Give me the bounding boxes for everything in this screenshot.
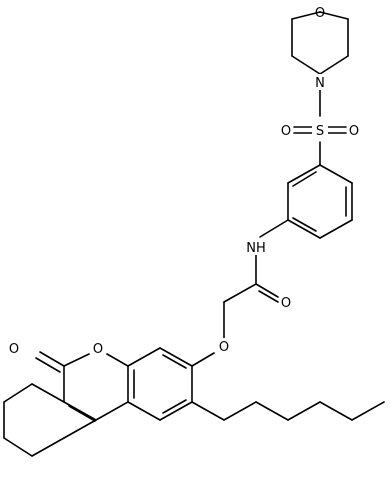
sulfonyl-oxygen-left-label: O: [281, 124, 291, 139]
bond: [319, 11, 349, 20]
lactone-ring-oxygen-label: O: [93, 342, 103, 357]
atom-labels: O N S O O NH O O O O: [9, 6, 359, 357]
bond: [162, 399, 187, 414]
bond: [31, 437, 65, 457]
bond: [287, 219, 321, 239]
amide-oxygen-label: O: [281, 296, 291, 311]
bond: [319, 219, 353, 239]
bond: [287, 164, 321, 184]
bond: [63, 419, 97, 439]
bond: [162, 354, 187, 369]
bond: [159, 347, 193, 367]
bond: [63, 353, 90, 367]
bond: [351, 401, 385, 421]
bond: [258, 290, 279, 303]
bond: [127, 347, 161, 367]
bond: [291, 55, 321, 75]
bond: [292, 217, 317, 232]
morpholine-oxygen-label: O: [315, 6, 325, 21]
lactone-carbonyl-oxygen-label: O: [9, 342, 19, 357]
bond: [287, 401, 321, 421]
bond: [106, 353, 129, 367]
bond: [291, 11, 321, 20]
bond: [255, 401, 289, 421]
bond: [319, 164, 353, 184]
bond: [319, 401, 353, 421]
bond: [3, 437, 33, 457]
bond: [191, 401, 225, 421]
bond: [39, 351, 65, 367]
bond: [255, 283, 279, 298]
bond: [259, 219, 289, 238]
sulfonyl-sulfur-label: S: [316, 124, 324, 139]
bond: [292, 171, 317, 187]
bond: [31, 383, 65, 403]
bond: [223, 401, 257, 421]
bond: [127, 401, 161, 421]
sulfonyl-oxygen-right-label: O: [349, 124, 359, 139]
bond: [68, 405, 96, 422]
amide-nitrogen-label: NH: [246, 241, 266, 256]
bond: [159, 401, 193, 421]
ether-oxygen-label: O: [219, 340, 229, 355]
bond: [223, 283, 257, 303]
bond-lines: [3, 11, 385, 457]
bond: [35, 357, 61, 373]
bond: [3, 383, 33, 403]
bond: [191, 352, 215, 367]
morpholine-nitrogen-label: N: [315, 76, 325, 91]
bond: [95, 401, 129, 421]
bond: [319, 55, 349, 75]
bond: [63, 401, 97, 421]
